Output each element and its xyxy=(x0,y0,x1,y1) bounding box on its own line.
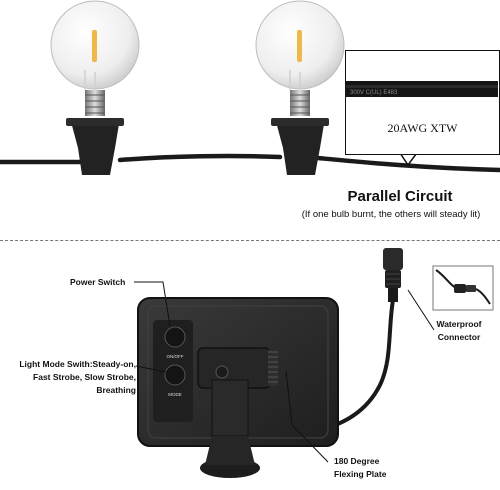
cable-closeup-art: 300V C(UL) E483 xyxy=(346,81,498,97)
bulb-right xyxy=(255,0,345,175)
connector-inset xyxy=(432,265,494,311)
flexing-plate-label: 180 Degree Flexing Plate xyxy=(334,456,387,480)
mode-text: MODE xyxy=(168,392,182,397)
circuit-title: Parallel Circuit xyxy=(347,188,453,205)
light-mode-label: Light Mode Swith:Steady-on, Fast Strobe,… xyxy=(19,359,136,396)
section-divider xyxy=(0,240,500,241)
bulb-left xyxy=(50,0,140,175)
power-switch-label: Power Switch xyxy=(70,277,126,287)
cable-print-text: 300V C(UL) E483 xyxy=(350,90,398,96)
mode-button[interactable]: MODE xyxy=(164,364,186,397)
string-light-cable xyxy=(0,153,500,173)
power-switch[interactable]: ON/OFF xyxy=(164,326,186,359)
callout-lines xyxy=(134,281,435,463)
circuit-subtitle: (If one bulb burnt, the others will stea… xyxy=(301,209,481,220)
mount-bracket xyxy=(197,347,278,478)
on-off-text: ON/OFF xyxy=(167,354,184,359)
cable-inset: 300V C(UL) E483 20AWG XTW xyxy=(345,50,500,155)
waterproof-connector xyxy=(383,248,403,302)
waterproof-connector-label: Waterproof Connector xyxy=(436,319,482,343)
cable-gauge-label: 20AWG XTW xyxy=(387,121,458,135)
